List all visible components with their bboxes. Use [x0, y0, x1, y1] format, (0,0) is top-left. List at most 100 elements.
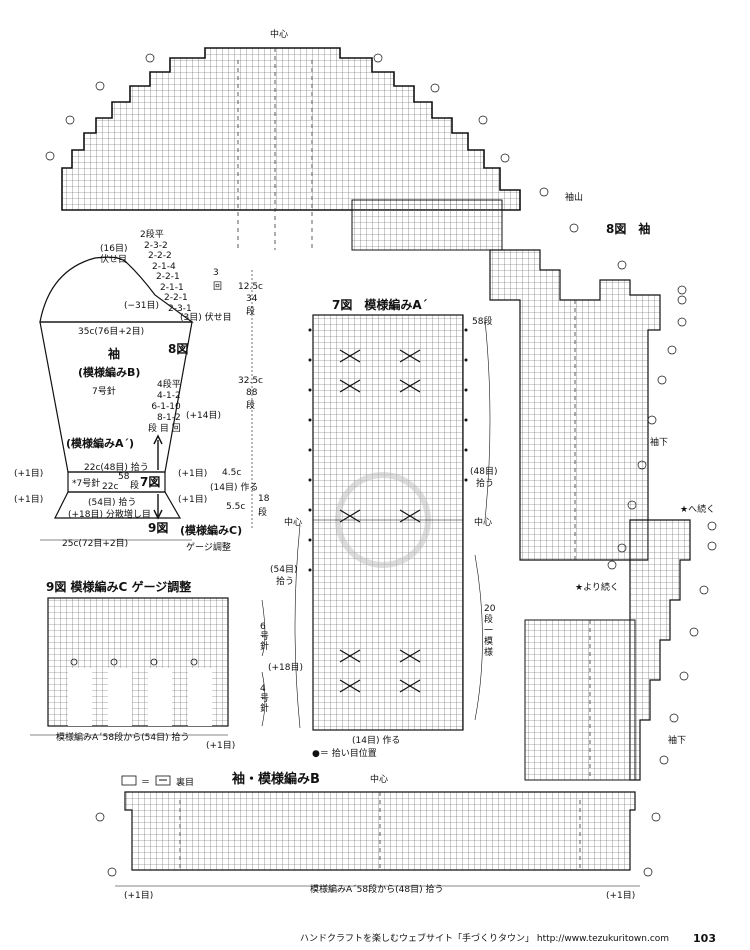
center-right: 中心 — [474, 518, 493, 528]
sleeve-label: 袖 — [108, 347, 121, 361]
height-32-5: 32.5c — [238, 376, 263, 386]
make-14-fig7: (14目) 作る — [352, 736, 401, 746]
fig9-plus1: (+1目) — [206, 741, 236, 751]
plus1-left-2: (+1目) — [14, 495, 44, 505]
decrease-list: 2段平 2-3-2 2-2-2 2-1-4 2-2-1 2-1-1 2-2-1 … — [138, 230, 192, 314]
dim-58: 58 — [118, 472, 130, 482]
height-34: 34 — [246, 294, 258, 304]
rows-20-num: 20 — [484, 604, 496, 614]
fig9-label: 9図 — [148, 521, 169, 535]
width-bottom: 25c(72目+2目) — [62, 539, 129, 549]
needle-4-num: 4 — [260, 684, 266, 694]
needle-4-gou: 号 — [260, 694, 270, 704]
pick-48-b: 拾う — [476, 479, 495, 489]
needle-6-num: 6 — [260, 622, 266, 632]
height-5-5: 5.5c — [226, 502, 246, 512]
increase-14: (+14目) — [186, 411, 222, 421]
inc-header: 段 目 回 — [148, 424, 181, 434]
sleeve-cap-chart — [45, 47, 717, 781]
legend-purl: 裏目 — [176, 778, 195, 788]
needle-4: 4 号 針 — [260, 684, 269, 714]
needle-7b: *7号針 — [72, 479, 101, 489]
plus1-left: (+1目) — [14, 469, 44, 479]
width-top: 35c(76目+2目) — [78, 327, 145, 337]
dec-line: 2-2-1 — [164, 293, 188, 303]
sleeve-cap-label: 袖山 — [565, 193, 584, 203]
inc-line: 8-1-2 — [157, 413, 181, 423]
dec-line: 2-1-4 — [152, 261, 176, 272]
rows-20-you: 様 — [484, 648, 494, 658]
dec-line: 2段平 — [140, 230, 164, 240]
height-18: 18 — [258, 494, 270, 504]
repeat-3: 3 — [213, 268, 219, 278]
fig9-bottom: 模様編みA´58段から(54目) 拾う — [56, 733, 190, 743]
height-34-dan: 段 — [246, 307, 256, 317]
dec-line: 2-1-1 — [160, 282, 184, 293]
legend-eq: ＝ — [141, 778, 151, 788]
plus1-right-2: (+1目) — [178, 495, 208, 505]
dim-22c: 22c — [102, 482, 119, 492]
footer-text: ハンドクラフトを楽しむウェブサイト「手づくりタウン」 http://www.te… — [300, 934, 670, 944]
rows-20-dash: 一 — [484, 626, 494, 636]
page-number: 103 — [693, 932, 716, 945]
center-label-top: 中心 — [270, 30, 289, 40]
needle-6-gou: 号 — [260, 632, 270, 642]
top-cast-label: (16目) 伏せ目 — [100, 244, 127, 266]
dec-line: 2-3-1 — [168, 303, 192, 314]
height-4-5: 4.5c — [222, 468, 242, 478]
height-88-dan: 段 — [246, 401, 256, 411]
fig7-chart — [294, 314, 491, 731]
height-12-5: 12.5c — [238, 282, 263, 292]
fig7-label: 7図 — [140, 475, 161, 489]
top-cast-count: (16目) — [100, 244, 128, 254]
height-88: 88 — [246, 388, 258, 398]
needle-7: 7号針 — [92, 387, 116, 397]
dec-line: 2-3-2 — [144, 240, 168, 251]
fig9-title: 9図 模様編みC ゲージ調整 — [46, 580, 192, 594]
fig9-chart — [30, 597, 266, 736]
inc-line: 4-1-2 — [157, 391, 181, 401]
decrease-31: (−31目) — [124, 301, 160, 311]
dec-line: 2-2-2 — [148, 251, 172, 261]
rows-20: 20 段 一 模 様 — [484, 604, 495, 659]
continue-from-label: ★より続く — [575, 583, 619, 593]
pick-54: (54目) 拾う — [88, 498, 137, 508]
bottom-chart — [95, 775, 661, 887]
rows-20-mo: 模 — [484, 637, 494, 647]
bottom-pickup: 模様編みA´58段から(48目) 拾う — [310, 885, 444, 895]
needle-6: 6 号 針 — [260, 622, 269, 652]
bottom-plus1-right: (+1目) — [606, 891, 636, 901]
sleeve-schematic — [39, 256, 253, 541]
increase-list: 4段平 4-1-2 6-1-10 8-1-2 段 目 回 — [148, 380, 181, 435]
needle-4-hari: 針 — [260, 704, 270, 714]
rows-20-dan: 段 — [484, 615, 494, 625]
row-58: 58段 — [472, 317, 493, 327]
pickup-legend: ●＝ 拾い目位置 — [312, 749, 377, 759]
make-14: (14目) 作る — [210, 483, 259, 493]
plus1-right: (+1目) — [178, 469, 208, 479]
pattern-c-label: (模様編みC) — [180, 524, 243, 537]
width-22: 22c(48目) 拾う — [84, 463, 149, 473]
pattern-b-label: (模様編みB) — [78, 366, 141, 379]
pick-48: (48目) — [470, 467, 498, 477]
increase-18-fig9: (+18目) — [268, 663, 304, 673]
underarm-label-2: 袖下 — [668, 736, 687, 746]
top-cast-text: 伏せ目 — [100, 255, 128, 265]
bottom-plus1-left: (+1目) — [124, 891, 154, 901]
fig8-label: 8図 — [168, 342, 189, 356]
fig7-title: 7図 模様編みA´ — [332, 298, 428, 312]
bottom-center: 中心 — [370, 775, 389, 785]
increase-18: (+18目) 分散増し目 — [68, 510, 151, 520]
pick-54-b: 拾う — [276, 577, 295, 587]
underarm-label: 袖下 — [650, 438, 669, 448]
bind-off-3: (3目) 伏せ目 — [180, 313, 232, 323]
gauge-adjust: ゲージ調整 — [186, 543, 231, 553]
pattern-a-label: (模様編みA´) — [66, 437, 135, 450]
inc-line: 4段平 — [157, 380, 181, 390]
bottom-chart-title: 袖・模様編みB — [232, 772, 320, 787]
inc-line: 6-1-10 — [151, 402, 181, 412]
needle-6-hari: 針 — [260, 642, 270, 652]
pick-54: (54目) — [270, 565, 298, 575]
center-left: 中心 — [284, 518, 303, 528]
